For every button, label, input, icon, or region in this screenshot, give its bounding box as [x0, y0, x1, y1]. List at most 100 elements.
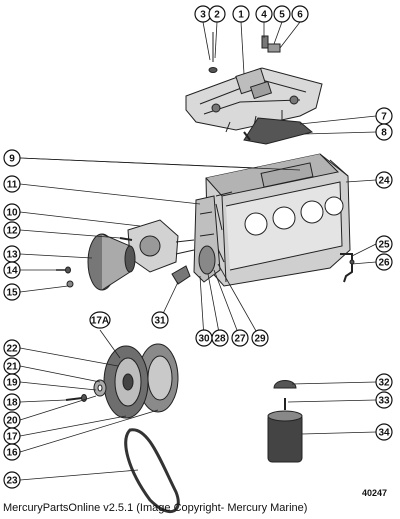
callout-13[interactable]: 13: [3, 245, 21, 263]
callout-label: 12: [6, 226, 18, 237]
callout-27[interactable]: 27: [231, 329, 249, 347]
callout-label: 33: [378, 396, 390, 407]
callout-circle: [255, 5, 273, 23]
callout-26[interactable]: 26: [375, 253, 393, 271]
callout-15[interactable]: 15: [3, 283, 21, 301]
callout-1[interactable]: 1: [232, 5, 250, 23]
callout-12[interactable]: 12: [3, 221, 21, 239]
balancer-washer-part: [65, 379, 107, 402]
callout-circle: [375, 253, 393, 271]
callout-19[interactable]: 19: [3, 373, 21, 391]
callout-label: 20: [6, 416, 18, 427]
callout-circle: [231, 329, 249, 347]
callout-label: 9: [9, 154, 15, 165]
callout-17a[interactable]: 17A: [89, 311, 111, 329]
callout-label: 25: [378, 240, 390, 251]
callout-circle: [89, 311, 111, 329]
intake-manifold-part: [185, 67, 323, 133]
callout-label: 23: [6, 476, 18, 487]
callout-22[interactable]: 22: [3, 339, 21, 357]
callout-label: 18: [6, 398, 18, 409]
callout-label: 16: [6, 448, 18, 459]
callout-circle: [273, 5, 291, 23]
callout-circle: [208, 5, 226, 23]
leader-lines: [19, 21, 377, 481]
callout-circle: [3, 175, 21, 193]
callout-30[interactable]: 30: [195, 329, 213, 347]
callout-circle: [375, 235, 393, 253]
callout-6[interactable]: 6: [291, 5, 309, 23]
callout-10[interactable]: 10: [3, 203, 21, 221]
drive-belt-part: [124, 428, 180, 513]
callout-2[interactable]: 2: [208, 5, 226, 23]
callout-circle: [3, 373, 21, 391]
callout-circle: [151, 311, 169, 329]
callout-label: 2: [214, 10, 220, 21]
callout-7[interactable]: 7: [375, 107, 393, 125]
valley-gasket-part: [243, 117, 314, 145]
callout-circle: [3, 261, 21, 279]
callout-32[interactable]: 32: [375, 373, 393, 391]
callout-8[interactable]: 8: [375, 123, 393, 141]
callout-23[interactable]: 23: [3, 471, 21, 489]
pulley-fastener-part: [56, 266, 74, 288]
callout-31[interactable]: 31: [151, 311, 169, 329]
callout-circle: [375, 171, 393, 189]
callout-label: 15: [6, 288, 18, 299]
callout-label: 17: [6, 432, 18, 443]
callout-label: 17A: [91, 316, 109, 327]
manifold-fitting-part: [261, 35, 281, 53]
callout-33[interactable]: 33: [375, 391, 393, 409]
callout-circle: [3, 339, 21, 357]
callout-label: 31: [154, 316, 166, 327]
callout-5[interactable]: 5: [273, 5, 291, 23]
figure-number: 40247: [362, 488, 388, 498]
callout-label: 7: [381, 112, 387, 123]
callout-4[interactable]: 4: [255, 5, 273, 23]
callout-circle: [232, 5, 250, 23]
callout-label: 30: [198, 334, 210, 345]
callout-circle: [3, 149, 21, 167]
crankshaft-pulley-part: [103, 343, 179, 419]
callout-label: 29: [254, 334, 266, 345]
callout-21[interactable]: 21: [3, 357, 21, 375]
callout-label: 10: [6, 208, 18, 219]
callout-25[interactable]: 25: [375, 235, 393, 253]
callout-label: 32: [378, 378, 390, 389]
callout-14[interactable]: 14: [3, 261, 21, 279]
manifold-bolt-part: [208, 32, 218, 73]
callout-circle: [3, 283, 21, 301]
callout-20[interactable]: 20: [3, 411, 21, 429]
callout-28[interactable]: 28: [211, 329, 229, 347]
callout-label: 24: [378, 176, 390, 187]
callout-circle: [375, 391, 393, 409]
callout-circle: [211, 329, 229, 347]
callout-9[interactable]: 9: [3, 149, 21, 167]
callout-label: 11: [7, 180, 18, 191]
callout-label: 21: [6, 362, 18, 373]
callout-11[interactable]: 11: [3, 175, 21, 193]
callout-label: 28: [214, 334, 226, 345]
bracket-part: [171, 265, 191, 285]
callout-17[interactable]: 17: [3, 427, 21, 445]
callout-29[interactable]: 29: [251, 329, 269, 347]
callout-circle: [375, 373, 393, 391]
callout-16[interactable]: 16: [3, 443, 21, 461]
callout-label: 14: [6, 266, 18, 277]
callout-label: 19: [6, 378, 18, 389]
callout-18[interactable]: 18: [3, 393, 21, 411]
callout-label: 22: [6, 344, 18, 355]
callout-label: 13: [6, 250, 18, 261]
image-caption: MercuryPartsOnline v2.5.1 (Image Copyrig…: [3, 502, 308, 514]
callout-24[interactable]: 24: [375, 171, 393, 189]
callout-circle: [3, 203, 21, 221]
oil-filter-part: [267, 380, 303, 463]
callout-label: 4: [261, 10, 267, 21]
callout-circle: [3, 393, 21, 411]
callout-label: 3: [200, 10, 206, 21]
timing-cover-part: [193, 195, 221, 283]
callout-label: 8: [381, 128, 387, 139]
callout-label: 26: [378, 258, 390, 269]
callout-34[interactable]: 34: [375, 423, 393, 441]
